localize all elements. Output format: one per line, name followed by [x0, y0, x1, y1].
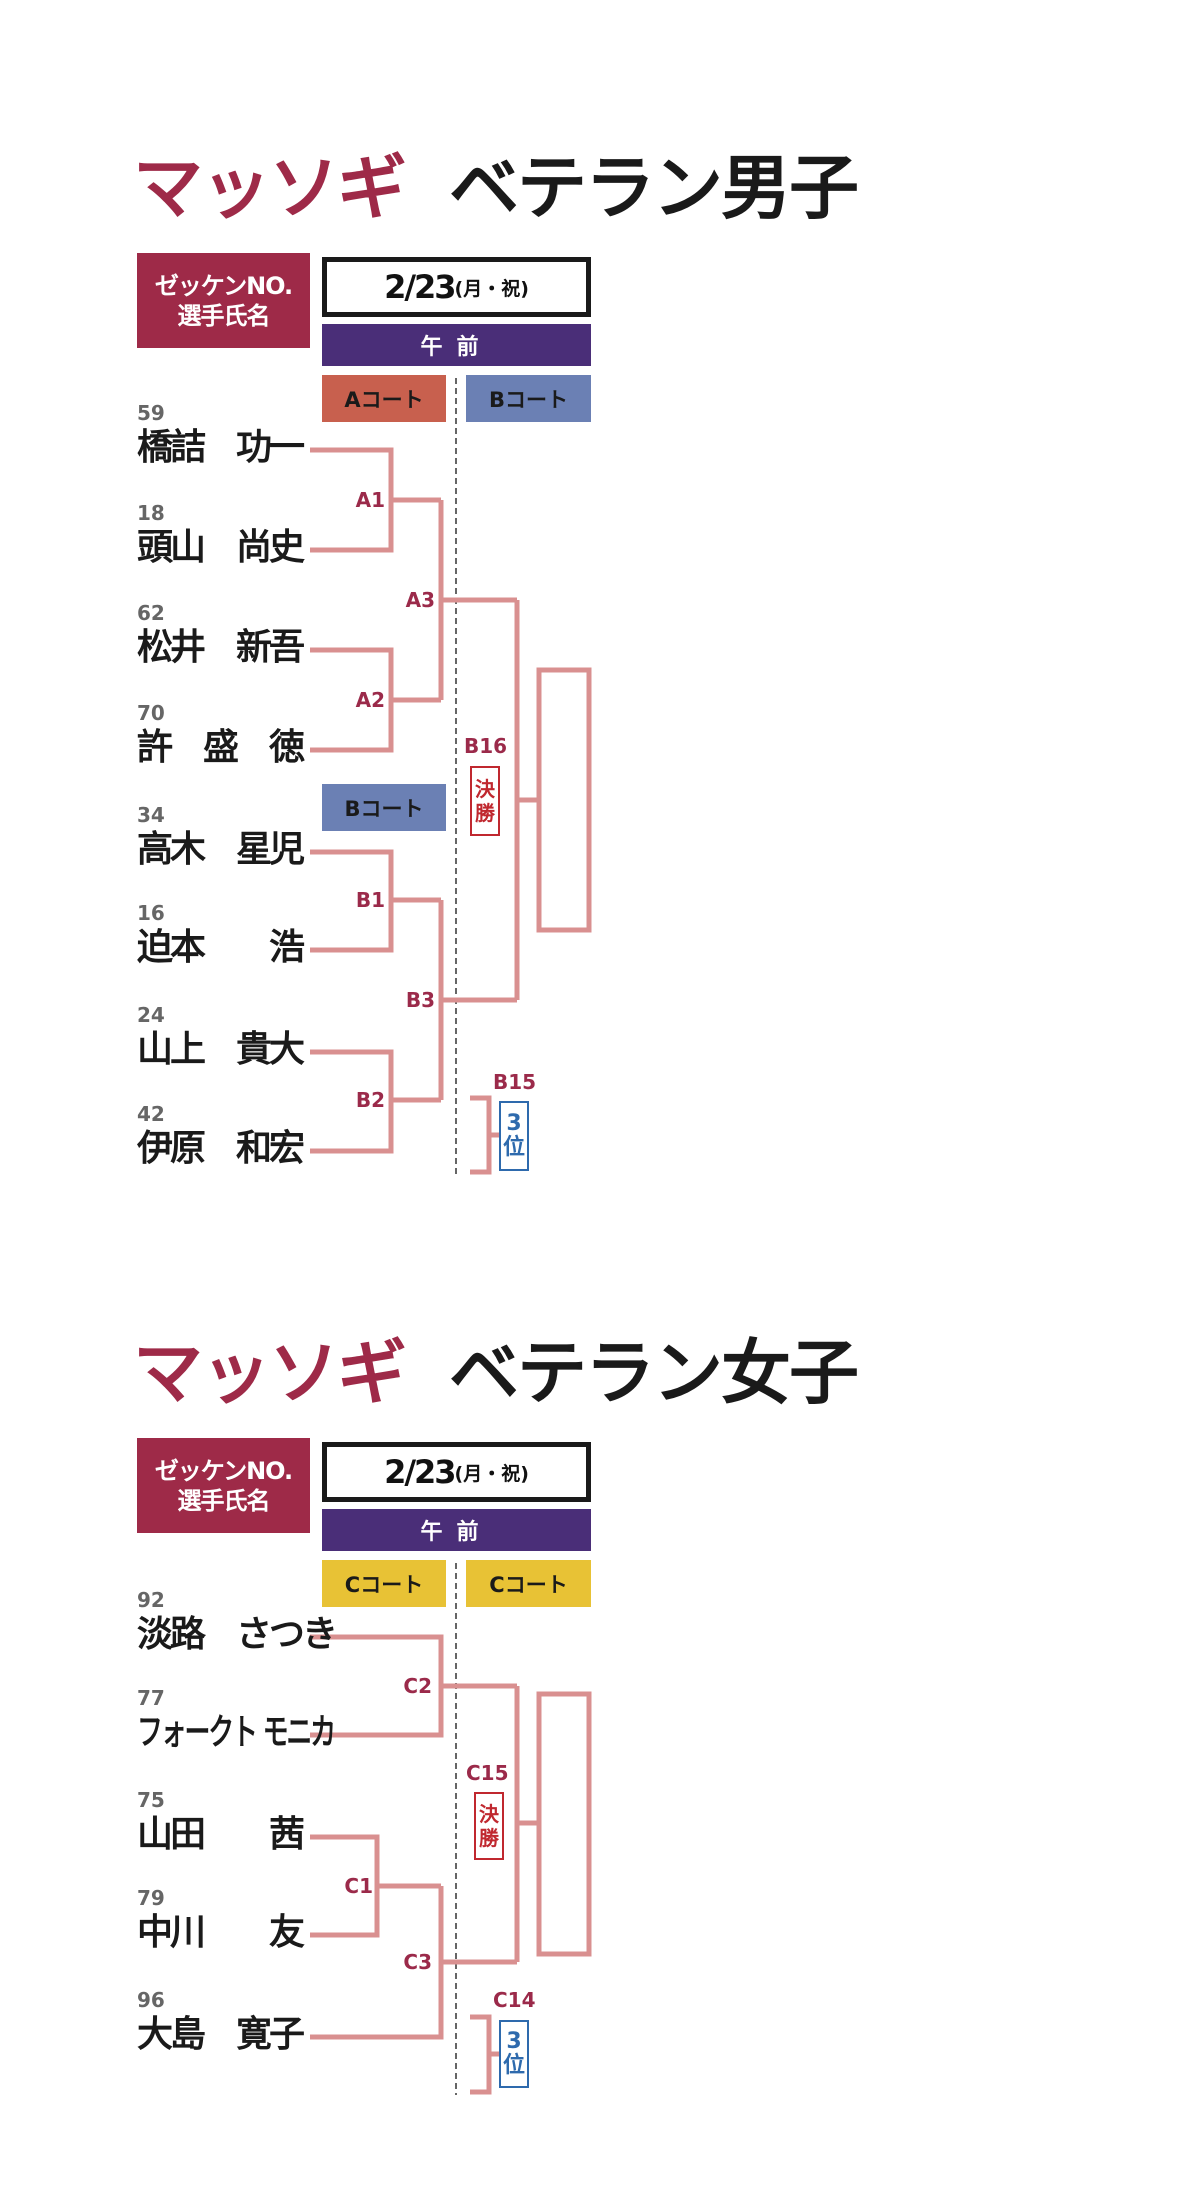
match-line-a1: [310, 447, 441, 553]
match-line-c2: [310, 1634, 517, 1738]
final-char: 決: [479, 1802, 499, 1826]
session-bar: 午前: [322, 1509, 591, 1551]
final-badge: 決勝: [470, 766, 500, 836]
header-bib-label: ゼッケンNO.: [154, 1456, 293, 1485]
match-label-c2: C2: [403, 1674, 432, 1698]
match-line-c3: [310, 1886, 517, 2040]
player-number: 79: [137, 1886, 165, 1910]
match-label-c3: C3: [403, 1950, 432, 1974]
section-title: マッソギベテラン男子: [133, 146, 859, 230]
match-label-a1: A1: [355, 488, 385, 512]
player-name: 高木 星児: [137, 829, 305, 870]
player-number: 70: [137, 701, 165, 725]
player-number: 24: [137, 1003, 165, 1027]
column-header: ゼッケンNO.選手氏名: [137, 253, 310, 348]
third-char: 位: [502, 1135, 525, 1160]
date-text: 2/23: [384, 1453, 456, 1491]
bracket-lines: [310, 378, 592, 1178]
date-weekday: (月・祝): [454, 277, 529, 300]
court-label-b: Bコート: [466, 375, 591, 422]
player-name: フォークト モニカ: [137, 1712, 336, 1753]
player-name: 許 盛 徳: [137, 727, 305, 768]
court-label-c: Cコート: [322, 1560, 446, 1607]
title-event: マッソギ: [133, 147, 407, 229]
match-line-b3: [438, 900, 517, 1100]
player-name: 山上 貴大: [137, 1029, 305, 1070]
final-match-code: C15: [466, 1761, 509, 1785]
match-line-third: [470, 1095, 499, 1175]
title-category: ベテラン女子: [449, 1332, 859, 1414]
final-badge: 決勝: [474, 1792, 504, 1860]
date-box: 2/23(月・祝): [322, 257, 591, 317]
bracket-lines: [310, 1563, 592, 2095]
final-match-code: B16: [464, 734, 508, 758]
title-category: ベテラン男子: [449, 147, 859, 229]
player-name: 松井 新吾: [137, 627, 305, 668]
player-name: 頭山 尚史: [137, 527, 305, 568]
player-number: 16: [137, 901, 165, 925]
match-line-a2: [310, 647, 441, 753]
court-label-b-lower: Bコート: [322, 784, 446, 831]
match-line-b1: [310, 849, 441, 953]
final-char: 決: [475, 777, 495, 801]
match-line-c1: [310, 1834, 441, 1938]
player-number: 18: [137, 501, 165, 525]
final-char: 勝: [475, 801, 495, 825]
player-name: 中川 友: [137, 1912, 305, 1953]
header-name-label: 選手氏名: [177, 1486, 271, 1515]
match-line-b2: [310, 1049, 441, 1154]
match-line-final: [514, 1686, 537, 1962]
match-label-a2: A2: [355, 688, 385, 712]
match-label-c1: C1: [344, 1874, 373, 1898]
player-number: 59: [137, 401, 165, 425]
player-number: 75: [137, 1788, 165, 1812]
player-number: 92: [137, 1588, 165, 1612]
court-label-c-right: Cコート: [466, 1560, 591, 1607]
match-label-b1: B1: [355, 888, 385, 912]
player-name: 迫本 浩: [137, 927, 305, 968]
header-bib-label: ゼッケンNO.: [154, 271, 293, 300]
winner-box: [536, 1691, 592, 1957]
third-char: 位: [502, 2053, 525, 2078]
player-name: 山田 茜: [137, 1814, 305, 1855]
match-line-final: [514, 600, 537, 1000]
player-number: 62: [137, 601, 165, 625]
match-line-a3: [438, 500, 517, 700]
court-label-a: Aコート: [322, 375, 446, 422]
winner-box: [536, 667, 592, 933]
player-number: 42: [137, 1102, 165, 1126]
player-number: 34: [137, 803, 165, 827]
title-event: マッソギ: [133, 1332, 407, 1414]
date-text: 2/23: [384, 268, 456, 306]
player-number: 96: [137, 1988, 165, 2012]
header-name-label: 選手氏名: [177, 301, 271, 330]
player-name: 大島 寛子: [137, 2014, 305, 2055]
third-char: 3: [506, 1111, 522, 1136]
third-char: 3: [506, 2029, 522, 2054]
session-bar: 午前: [322, 324, 591, 366]
section-title: マッソギベテラン女子: [133, 1331, 859, 1415]
player-name: 橋詰 功一: [137, 427, 305, 468]
final-char: 勝: [479, 1826, 499, 1850]
match-label-a3: A3: [405, 588, 435, 612]
third-match-code: B15: [493, 1070, 537, 1094]
column-header: ゼッケンNO.選手氏名: [137, 1438, 310, 1533]
date-box: 2/23(月・祝): [322, 1442, 591, 1502]
bracket-section-women: マッソギベテラン女子 ゼッケンNO.選手氏名 2/23(月・祝) 午前 Cコート…: [0, 1185, 1180, 2205]
third-match-code: C14: [493, 1988, 536, 2012]
player-number: 77: [137, 1686, 165, 1710]
match-label-b3: B3: [405, 988, 435, 1012]
match-label-b2: B2: [355, 1088, 385, 1112]
player-name: 淡路 さつき: [137, 1614, 338, 1655]
player-name: 伊原 和宏: [137, 1128, 305, 1169]
date-weekday: (月・祝): [454, 1462, 529, 1485]
match-line-third: [470, 2014, 499, 2095]
bracket-section-men: マッソギベテラン男子 ゼッケンNO.選手氏名 2/23(月・祝) 午前 Aコート…: [0, 0, 1180, 1178]
